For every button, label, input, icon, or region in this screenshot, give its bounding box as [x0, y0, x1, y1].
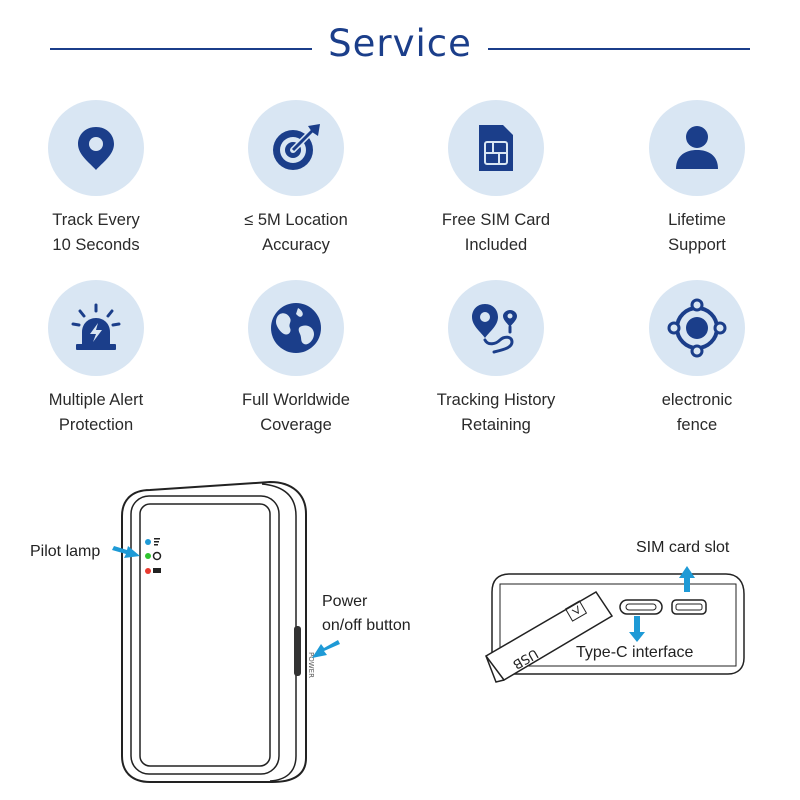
feature-label-line1: Track Every — [52, 211, 140, 229]
feature-label-line1: Full Worldwide — [242, 391, 350, 409]
tracker-device-illustration: POWER USB — [112, 480, 745, 783]
feature-label-line1: ≤ 5M Location — [244, 211, 348, 229]
feature-label-line2: Protection — [58, 416, 134, 434]
power-label-line1: Power — [322, 593, 368, 610]
feature-label-line2: Accuracy — [262, 236, 330, 254]
feature-tracking-history: Tracking History Retaining — [406, 280, 586, 438]
feature-electronic-fence: electronic fence — [607, 280, 787, 438]
target-icon — [273, 124, 320, 170]
sim-card-icon — [479, 125, 513, 171]
power-led — [145, 568, 151, 574]
page-title: Service — [328, 22, 472, 65]
title-divider-right — [488, 48, 750, 50]
gps-led — [145, 553, 151, 559]
sim-slot-label: SIM card slot — [636, 539, 730, 556]
power-button-label: Power on/off button — [322, 590, 411, 638]
feature-multiple-alert: Multiple Alert Protection — [6, 280, 186, 438]
svg-text:POWER: POWER — [307, 652, 315, 678]
title-divider-left — [50, 48, 312, 50]
feature-location-accuracy: ≤ 5M Location Accuracy — [206, 100, 386, 258]
feature-worldwide-coverage: Full Worldwide Coverage — [206, 280, 386, 438]
feature-label-line2: fence — [676, 416, 718, 434]
device-diagram: POWER USB Pilot lamp Power on/off button… — [0, 460, 800, 800]
location-pin-icon — [78, 127, 114, 170]
person-icon — [676, 126, 718, 169]
feature-free-sim: Free SIM Card Included — [406, 100, 586, 258]
alarm-light-icon — [71, 303, 121, 350]
feature-label-line1: Free SIM Card — [441, 211, 551, 229]
feature-label-line1: electronic — [661, 391, 733, 409]
type-c-label: Type-C interface — [576, 644, 694, 661]
section-header: Service — [50, 20, 750, 76]
feature-label-line2: 10 Seconds — [52, 236, 140, 254]
pilot-lamp-label: Pilot lamp — [30, 543, 101, 560]
feature-label-line2: Coverage — [260, 416, 332, 434]
feature-label-line2: Included — [464, 236, 528, 254]
feature-track-every: Track Every 10 Seconds — [6, 100, 186, 258]
power-label-line2: on/off button — [322, 617, 411, 634]
feature-label-line1: Tracking History — [436, 391, 556, 409]
feature-label-line2: Support — [668, 236, 726, 254]
feature-label-line2: Retaining — [461, 416, 531, 434]
feature-label-line1: Multiple Alert — [48, 391, 144, 409]
route-icon — [472, 304, 517, 354]
geofence-icon — [667, 298, 727, 358]
feature-lifetime-support: Lifetime Support — [607, 100, 787, 258]
feature-label-line1: Lifetime — [668, 211, 726, 229]
signal-led — [145, 539, 151, 545]
globe-icon — [271, 303, 321, 353]
